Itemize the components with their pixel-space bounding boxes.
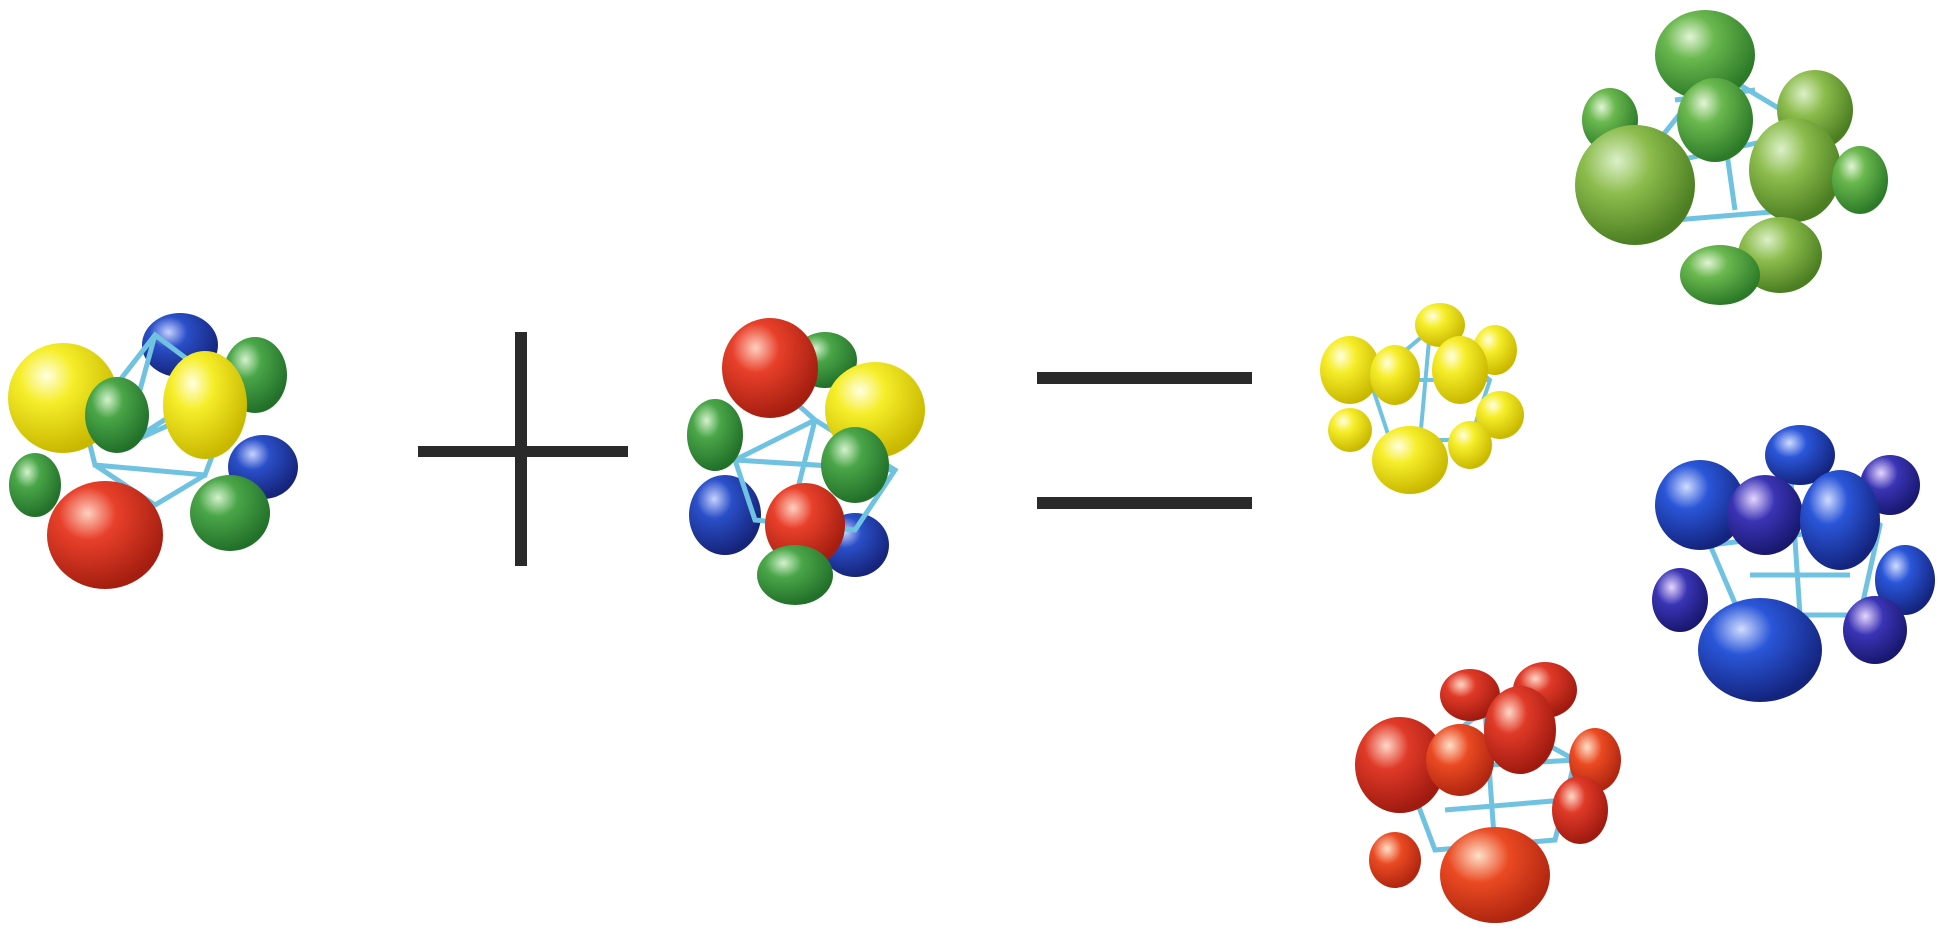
lobe-blue bbox=[1655, 460, 1745, 550]
equals-sign-top-bar bbox=[1037, 372, 1252, 384]
cluster-green-graphic bbox=[1575, 10, 1888, 305]
cluster-left-graphic bbox=[8, 313, 298, 589]
lobe-green bbox=[1655, 10, 1755, 100]
lobe-yellow bbox=[163, 351, 247, 459]
cluster-left bbox=[5, 305, 298, 595]
lobe-blue bbox=[1727, 475, 1803, 555]
lobe-red bbox=[765, 483, 845, 567]
lobe-blue bbox=[1698, 598, 1822, 702]
lobe-green bbox=[1677, 78, 1753, 162]
lobe-red bbox=[722, 318, 818, 418]
lobe-red bbox=[1426, 724, 1494, 796]
lobe-blue bbox=[1652, 568, 1708, 632]
lobe-green bbox=[1749, 118, 1841, 222]
cluster-blue-graphic bbox=[1652, 425, 1935, 702]
cluster-yellow bbox=[1320, 300, 1530, 500]
lobe-red bbox=[1552, 776, 1608, 844]
lobe-yellow bbox=[1372, 426, 1448, 494]
lobe-blue bbox=[1843, 596, 1907, 664]
bond-network bbox=[731, 378, 899, 541]
lobe-blue bbox=[1765, 425, 1835, 485]
lobe-green bbox=[1832, 146, 1888, 214]
lobe-red bbox=[1440, 669, 1500, 721]
lobe-yellow bbox=[1320, 336, 1380, 404]
lobe-blue bbox=[689, 475, 761, 555]
cluster-yellow-graphic bbox=[1320, 303, 1524, 494]
lobe-yellow bbox=[1328, 408, 1372, 452]
lobe-red bbox=[1369, 832, 1421, 888]
lobe-yellow bbox=[1432, 336, 1488, 404]
lobe-green bbox=[9, 453, 61, 517]
equals-sign-bottom-bar bbox=[1037, 497, 1252, 509]
lobe-blue bbox=[1875, 545, 1935, 615]
lobe-green bbox=[687, 399, 743, 471]
lobe-green bbox=[757, 545, 833, 605]
cluster-middle bbox=[675, 318, 955, 610]
cluster-red-graphic bbox=[1355, 662, 1621, 923]
cluster-red bbox=[1355, 660, 1635, 930]
cluster-green bbox=[1565, 10, 1895, 310]
lobe-green bbox=[1575, 125, 1695, 245]
cluster-middle-graphic bbox=[687, 318, 925, 605]
lobe-green bbox=[85, 377, 149, 453]
lobe-red bbox=[1569, 728, 1621, 792]
cluster-blue bbox=[1650, 425, 1935, 710]
lobe-green bbox=[1680, 245, 1760, 305]
lobe-yellow bbox=[1476, 391, 1524, 439]
lobe-yellow bbox=[1370, 345, 1420, 405]
bond-network bbox=[1707, 461, 1883, 618]
lobe-green bbox=[821, 427, 889, 503]
lobe-red bbox=[1440, 827, 1550, 923]
lobe-yellow bbox=[1448, 421, 1492, 469]
lobe-green bbox=[190, 475, 270, 551]
lobe-red bbox=[1484, 686, 1556, 774]
lobe-red bbox=[1355, 717, 1445, 813]
plus-sign-vertical bbox=[515, 332, 527, 566]
lobe-yellow bbox=[1415, 303, 1465, 347]
lobe-blue bbox=[1800, 470, 1880, 570]
lobe-red bbox=[47, 481, 163, 589]
